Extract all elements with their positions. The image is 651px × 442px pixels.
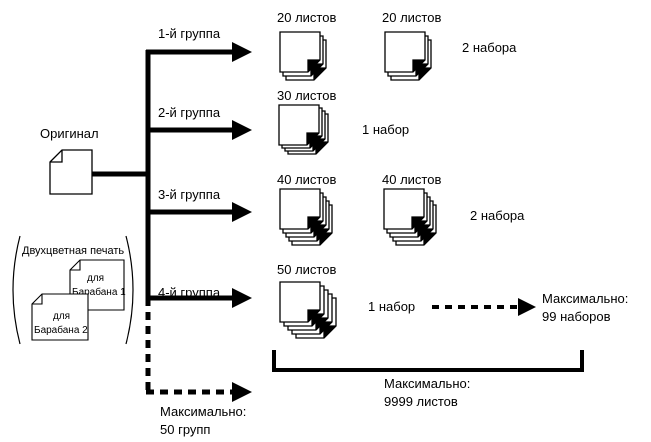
max-sets-line1: Максимально: [542,291,628,306]
two-color-right-paren [125,235,134,345]
two-color-left-paren [12,235,21,345]
group-arrow-1 [146,42,252,62]
group1-set2-sheets-label: 20 листов [382,10,441,25]
group4-sets-label: 1 набор [368,299,415,314]
group-arrow-4 [146,288,252,308]
max-sheets-bracket [272,350,584,372]
group4-set1-stack-icon [279,281,337,339]
original-label: Оригинал [40,126,99,141]
group3-set2-sheets-label: 40 листов [382,172,441,187]
group1-set1-sheets-label: 20 листов [277,10,336,25]
max-groups-line1: Максимально: [160,404,246,419]
group-arrow-3 [146,202,252,222]
max-sheets-line2: 9999 листов [384,394,458,409]
more-groups-dashed-arrow [146,382,252,402]
group2-set1-sheets-label: 30 листов [277,88,336,103]
group2-set1-stack-icon [278,104,329,155]
group3-set1-stack-icon [279,188,333,246]
group-label-4: 4-й группа [158,285,221,300]
group1-set2-stack-icon [384,31,432,81]
group3-set2-stack-icon [383,188,437,246]
original-document-icon [49,149,93,195]
group-arrow-2 [146,120,252,140]
group-label-1: 1-й группа [158,26,221,41]
max-sets-dashed-arrow [432,298,536,316]
group2-sets-label: 1 набор [362,122,409,137]
max-sets-line2: 99 наборов [542,309,611,324]
group-label-2: 2-й группа [158,105,221,120]
max-sheets-line1: Максимально: [384,376,470,391]
group3-sets-label: 2 набора [470,208,525,223]
drum2-line1: для [53,311,70,322]
group4-set1-sheets-label: 50 листов [277,262,336,277]
group1-sets-label: 2 набора [462,40,517,55]
group3-set1-sheets-label: 40 листов [277,172,336,187]
drum2-line2: Барабана 2 [34,324,88,336]
group1-set1-stack-icon [279,31,327,81]
drum2-document-icon [31,293,89,341]
group-label-3: 3-й группа [158,187,221,202]
two-color-title: Двухцветная печать [22,245,124,257]
max-groups-line2: 50 групп [160,422,210,437]
drum1-line1: для [87,273,104,284]
